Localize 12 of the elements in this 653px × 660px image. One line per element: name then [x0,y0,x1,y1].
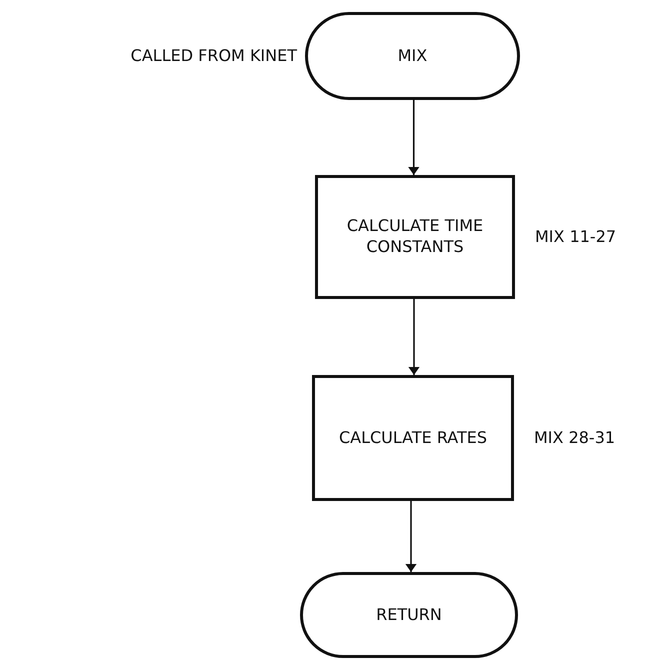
arrow [408,100,420,175]
side-note: MIX 28-31 [534,428,616,447]
process-box [315,175,515,299]
node-label: RETURN [376,604,442,626]
side-note: CALLED FROM KINET [130,46,297,65]
arrow [405,501,417,572]
arrow [408,299,420,375]
side-note: MIX 11-27 [535,227,616,246]
node-label: CALCULATE RATES [338,428,488,448]
node-label: MIX [398,46,428,66]
node-label: CALCULATE TIME CONSTANTS [346,216,484,258]
process-box [312,375,514,501]
